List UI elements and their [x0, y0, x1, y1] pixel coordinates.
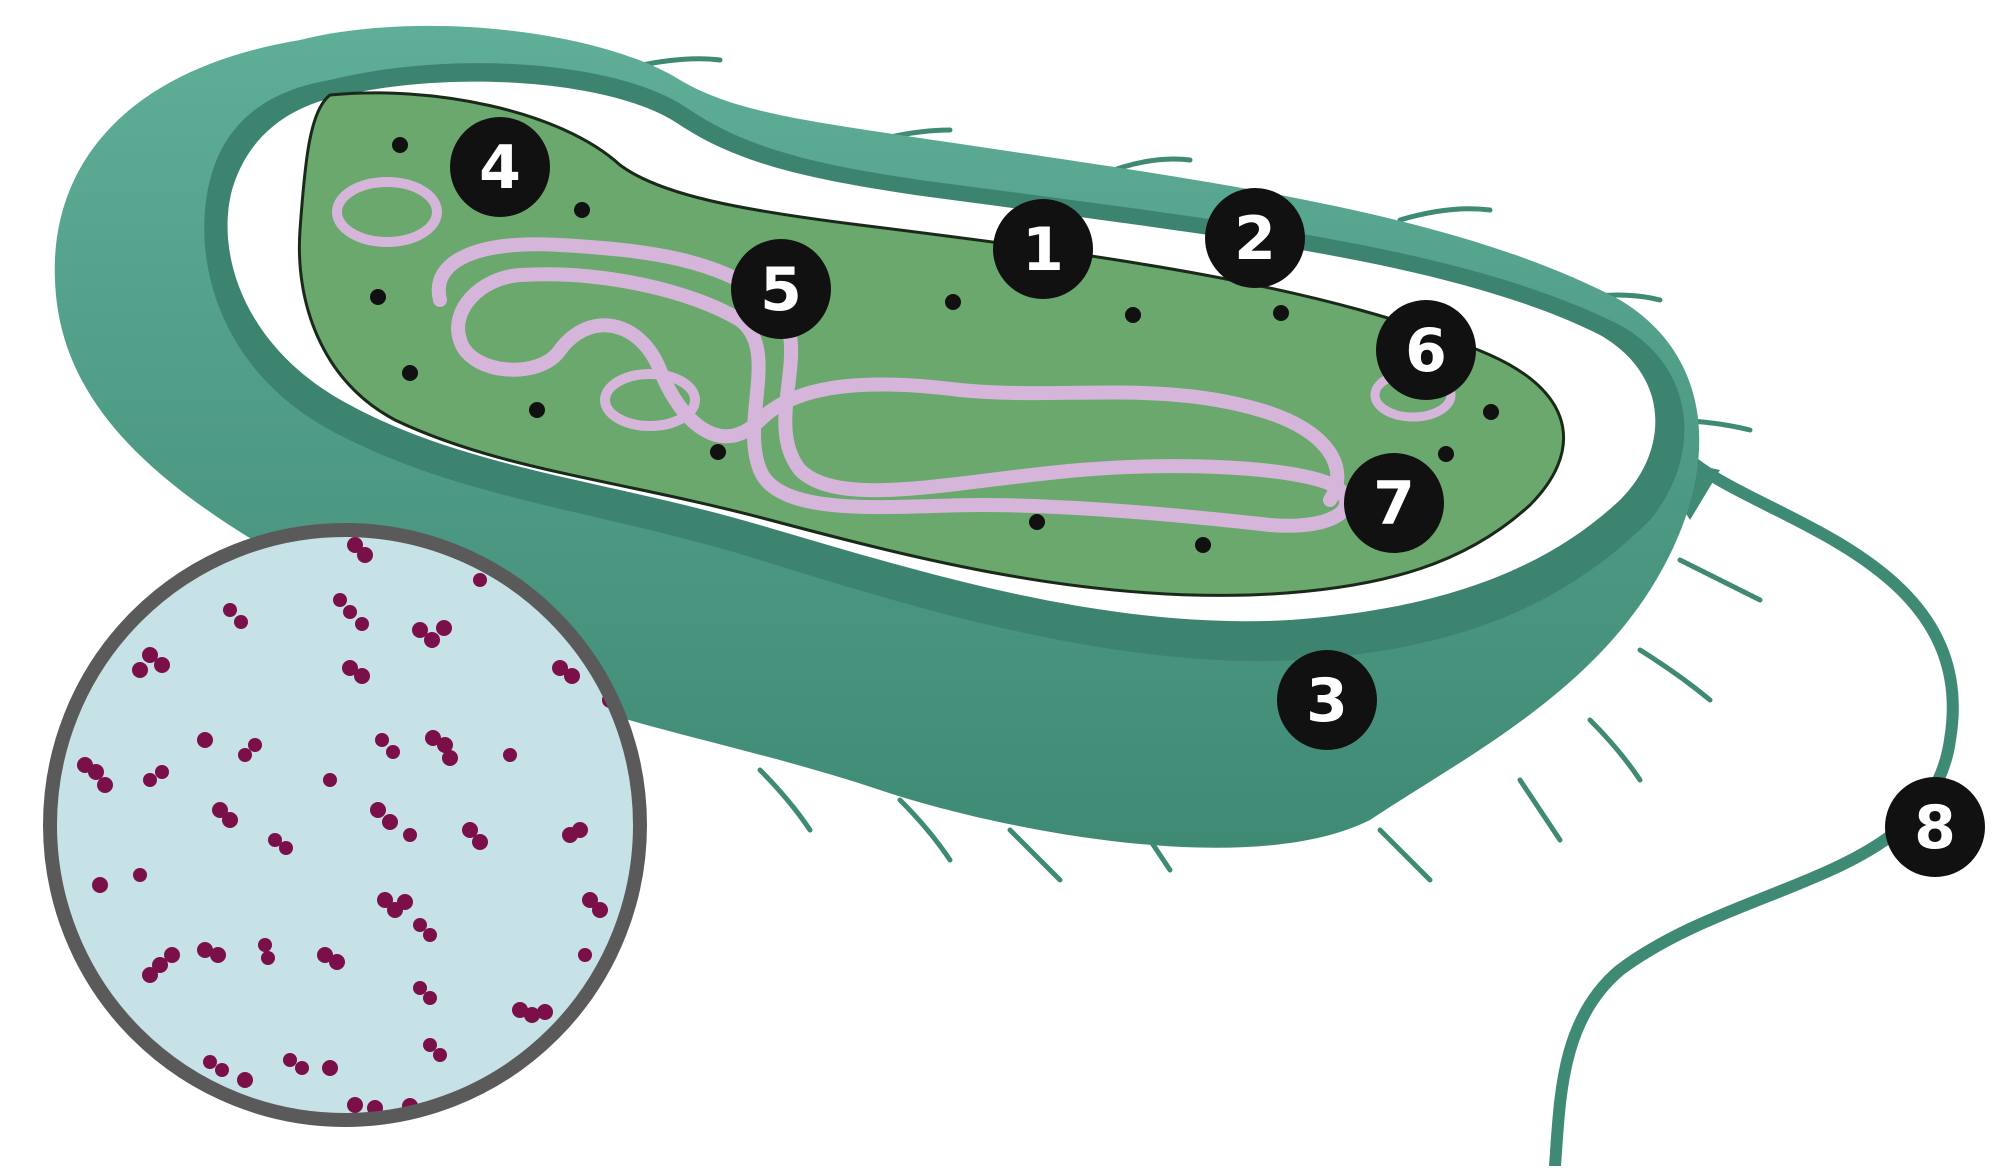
label-2-text: 2	[1234, 204, 1276, 274]
label-4-text: 4	[479, 133, 521, 203]
label-7: 7	[1344, 453, 1444, 553]
label-3-text: 3	[1306, 666, 1348, 736]
microscope-inset	[50, 530, 640, 1120]
label-3: 3	[1277, 650, 1377, 750]
label-4: 4	[450, 117, 550, 217]
label-2: 2	[1205, 188, 1305, 288]
label-7-text: 7	[1373, 469, 1415, 539]
label-8-text: 8	[1914, 793, 1956, 863]
label-1-text: 1	[1022, 215, 1064, 285]
label-6: 6	[1376, 300, 1476, 400]
label-8: 8	[1885, 777, 1985, 877]
label-6-text: 6	[1405, 316, 1447, 386]
label-1: 1	[993, 199, 1093, 299]
label-5-text: 5	[760, 255, 802, 325]
label-5: 5	[731, 239, 831, 339]
